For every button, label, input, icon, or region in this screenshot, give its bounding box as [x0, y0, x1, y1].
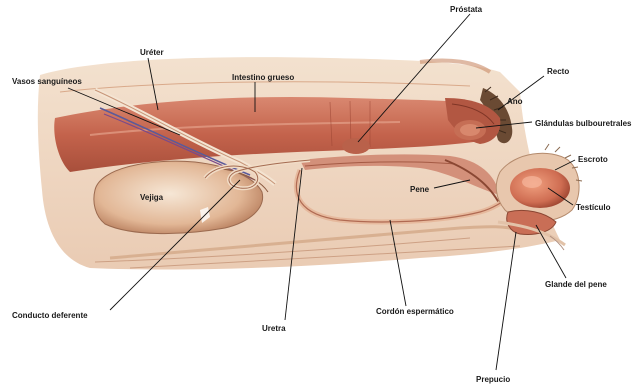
label-ureter: Uréter: [140, 48, 164, 57]
label-prepucio: Prepucio: [476, 375, 510, 384]
label-vejiga: Vejiga: [140, 193, 164, 202]
label-glande-del-pene: Glande del pene: [545, 280, 607, 289]
bulbourethral-glands: [454, 120, 486, 140]
testis: [510, 168, 570, 208]
label-ano: Ano: [507, 97, 523, 106]
label-intestino-grueso: Intestino grueso: [232, 73, 294, 82]
label-recto: Recto: [547, 67, 569, 76]
label-prostata: Próstata: [450, 5, 483, 14]
label-glandulas-bulbouretrales: Glándulas bulbouretrales: [535, 119, 632, 128]
label-conducto-deferente: Conducto deferente: [12, 311, 88, 320]
label-uretra: Uretra: [262, 324, 286, 333]
label-cordon-espermatico: Cordón espermático: [376, 307, 454, 316]
label-escroto: Escroto: [578, 155, 608, 164]
label-pene: Pene: [410, 185, 430, 194]
label-vasos-sanguineos: Vasos sanguíneos: [12, 77, 82, 86]
label-testiculo: Testículo: [576, 203, 611, 212]
prostate: [342, 138, 370, 154]
